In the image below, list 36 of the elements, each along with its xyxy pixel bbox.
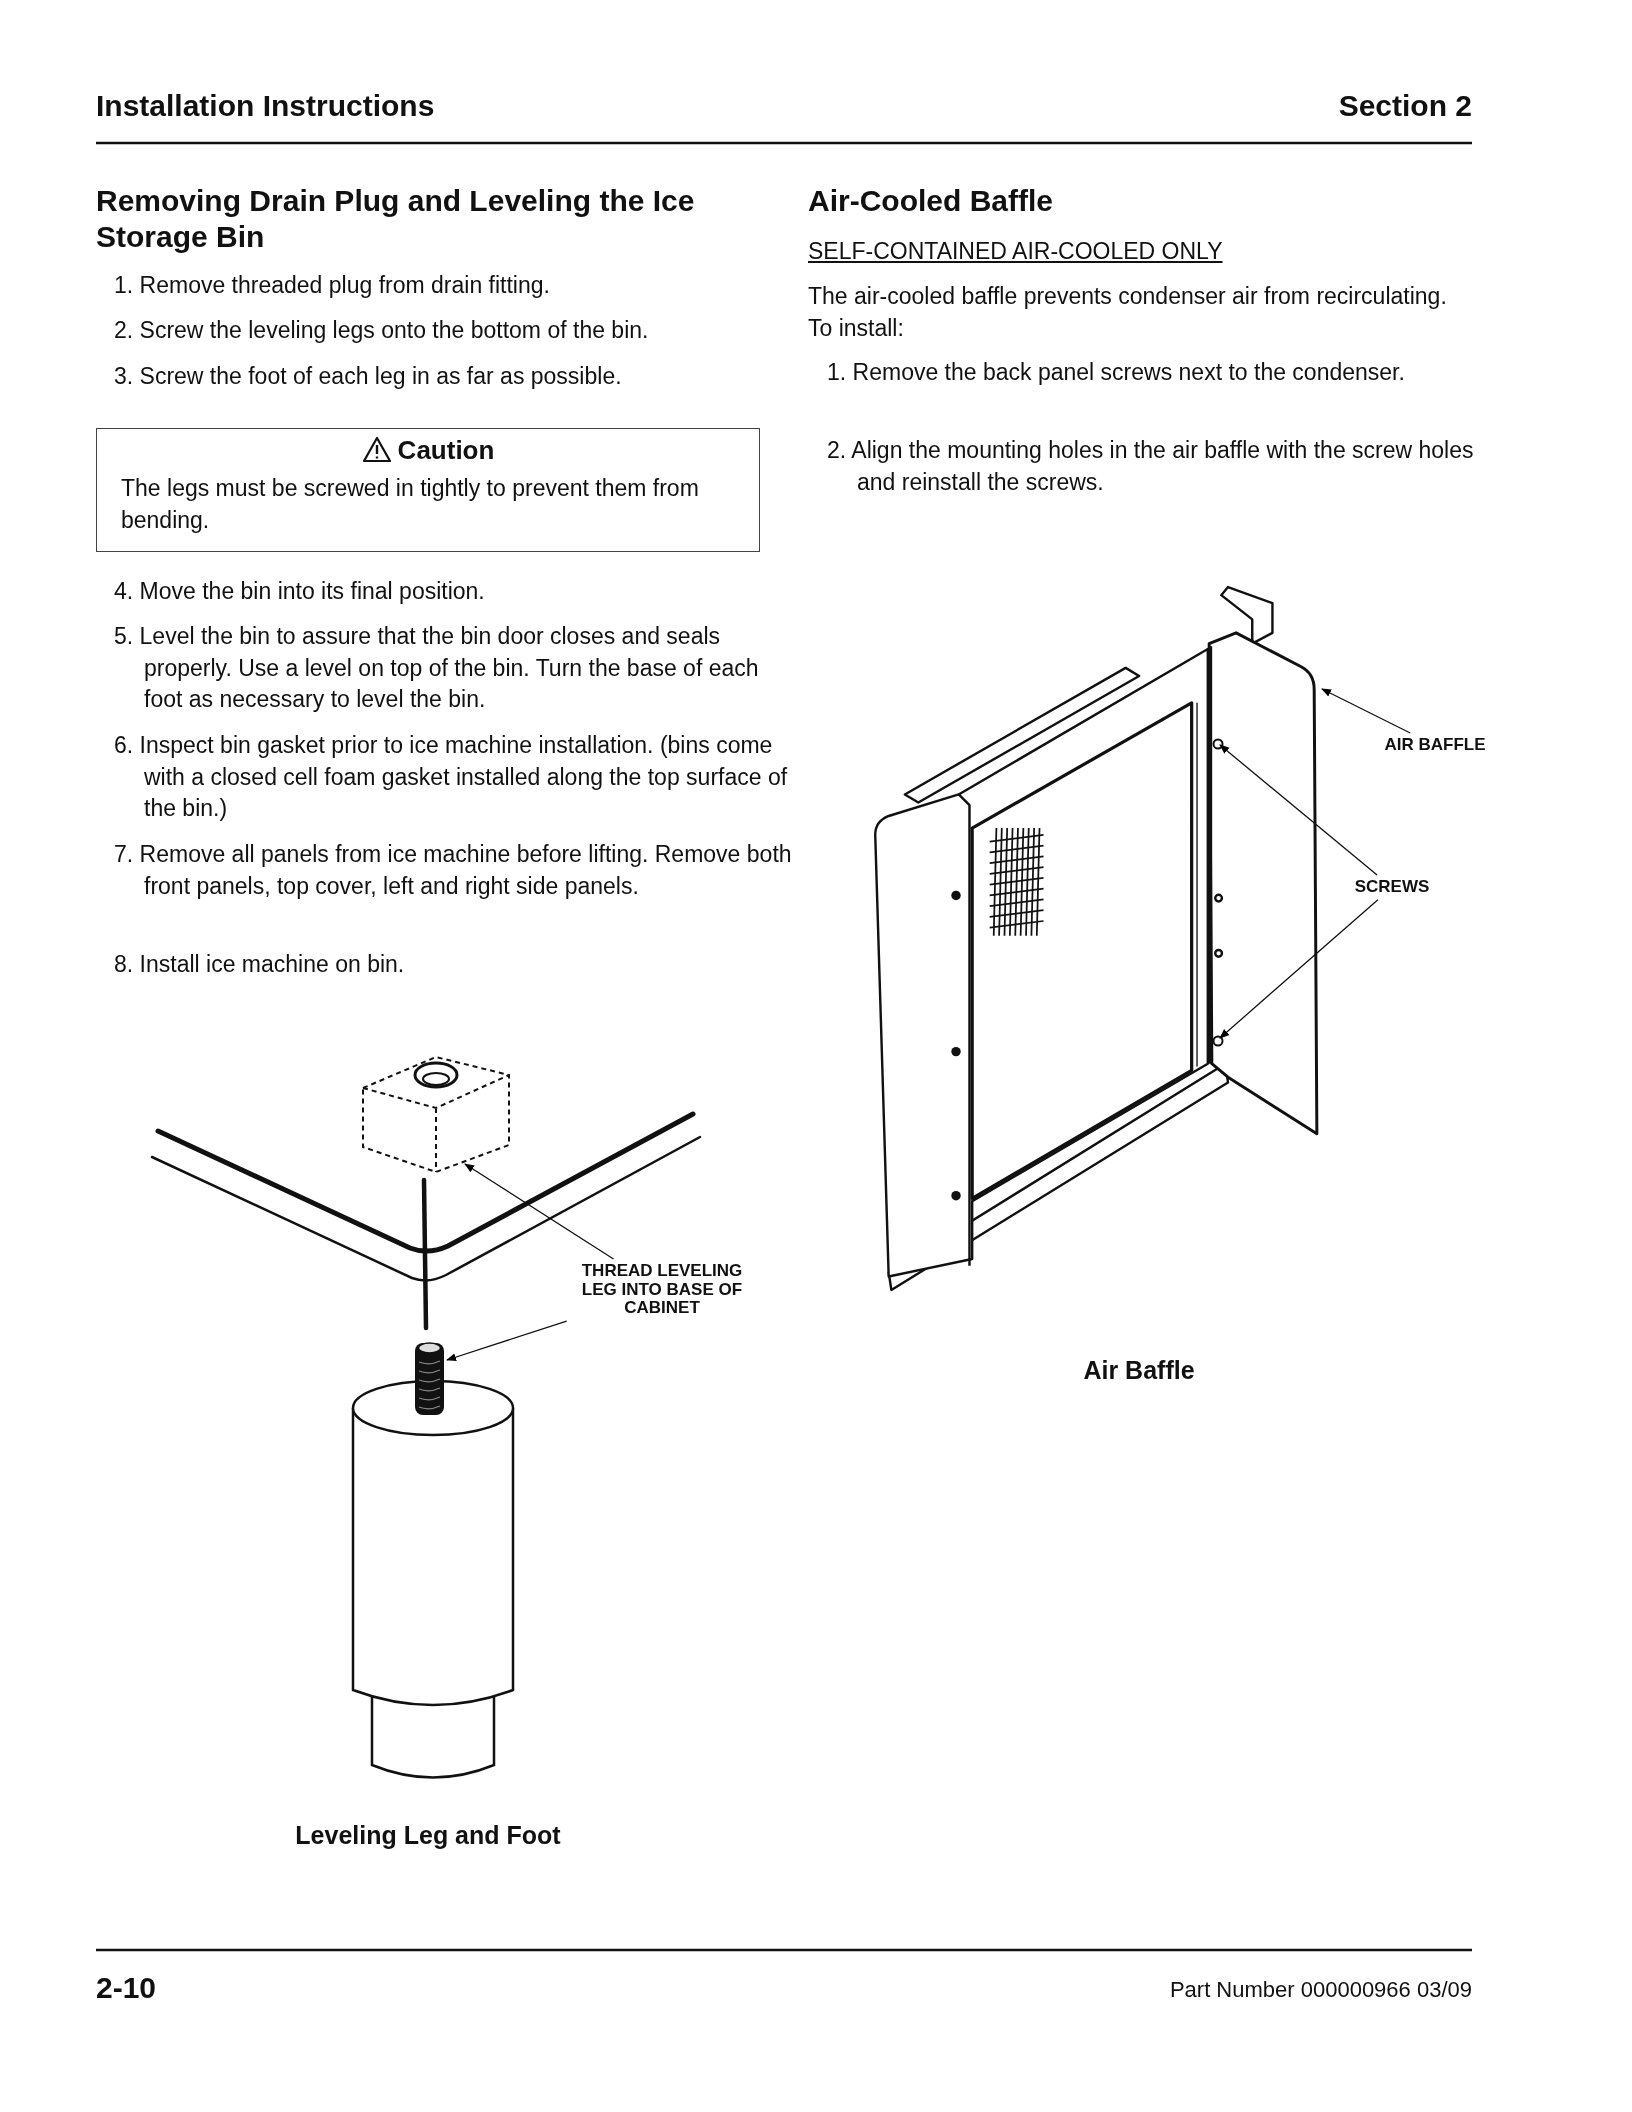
- step-text: 8. Install ice machine on bin.: [114, 950, 406, 979]
- leader-line: [446, 1320, 568, 1361]
- threaded-stud-drawing: [415, 1342, 444, 1415]
- leader-line: [1321, 688, 1411, 734]
- mounting-block-drawing: [362, 1055, 510, 1174]
- step-text: 2. Align the mounting holes in the air baffle with the screw holes and reinstall the screws.: [827, 436, 1475, 497]
- section-label: Section 2: [1337, 88, 1472, 124]
- step-text: 6. Inspect bin gasket prior to ice machine installation. (bins come with a closed cell foam gasket installed along the top surface of the bin.): [114, 731, 789, 824]
- caution-box: [96, 428, 760, 552]
- step-text: 2. Screw the leveling legs onto the bottom of the bin.: [114, 316, 650, 345]
- caution-heading: Caution: [397, 435, 495, 465]
- page-number: 2-10: [96, 1970, 158, 2006]
- leader-line: [1219, 899, 1379, 1039]
- page-header: Installation Instructions: [96, 88, 436, 124]
- step-text: 7. Remove all panels from ice machine before lifting. Remove both front panels, top cover, left and right side panels.: [114, 840, 793, 901]
- step-text: 4. Move the bin into its final position.: [114, 577, 486, 606]
- part-number: Part Number 000000966 03/09: [1168, 1976, 1472, 2004]
- callout-text: THREAD LEVELING LEG INTO BASE OF CABINET: [562, 1262, 762, 1319]
- figure-caption: Air Baffle: [1082, 1355, 1196, 1386]
- screw-icon: [1212, 738, 1224, 750]
- step-text: 3. Screw the foot of each leg in as far as possible.: [114, 362, 623, 391]
- step-text: 1. Remove the back panel screws next to the condenser.: [827, 358, 1406, 387]
- leader-line: [1219, 744, 1378, 876]
- screw-icon: [1212, 1035, 1224, 1047]
- caution-text: The legs must be screwed in tightly to prevent them from bending.: [121, 474, 700, 535]
- paragraph: The air-cooled baffle prevents condenser air from recirculating. To install:: [808, 282, 1448, 343]
- section-heading: Removing Drain Plug and Leveling the Ice Storage Bin: [96, 183, 696, 255]
- step-text: 1. Remove threaded plug from drain fitting.: [114, 271, 551, 300]
- callout-text: SCREWS: [1342, 878, 1442, 897]
- leader-line: [464, 1163, 615, 1260]
- subheading: SELF-CONTAINED AIR-COOLED ONLY: [808, 237, 1224, 266]
- callout-text: AIR BAFFLE: [1380, 736, 1490, 755]
- air-baffle-drawing: [874, 585, 1319, 1292]
- figure-caption: Leveling Leg and Foot: [294, 1820, 562, 1851]
- section-heading: Air-Cooled Baffle: [808, 183, 1054, 219]
- step-text: 5. Level the bin to assure that the bin door closes and seals properly. Use a level on top of the bin. Turn the base of each foot as necessary to level the bin.: [114, 622, 760, 715]
